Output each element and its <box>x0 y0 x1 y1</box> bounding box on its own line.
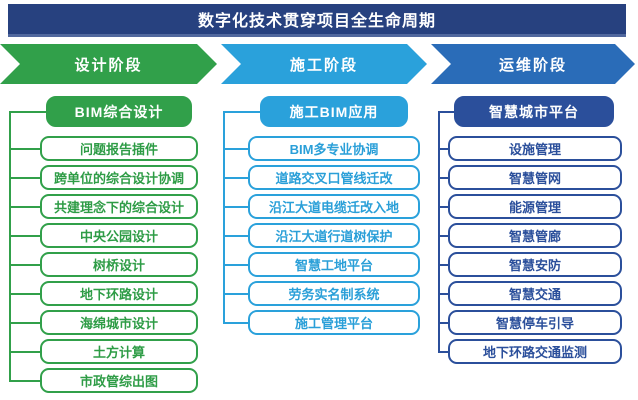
phase-arrow-operation: 运维阶段 <box>431 44 635 84</box>
connector-line-design <box>9 111 11 381</box>
phase-arrow-design: 设计阶段 <box>0 44 217 84</box>
tree-row: 地下环路交通监测 <box>438 339 622 364</box>
connector-stub <box>223 147 248 150</box>
connector-stub <box>9 379 40 382</box>
connector-stub <box>9 234 40 237</box>
tree-row: 地下环路设计 <box>9 281 198 306</box>
construction-column: 施工BIM应用 BIM多专业协调 道路交叉口管线迁改 沿江大道电缆迁改入地 沿江… <box>223 96 420 335</box>
tree-row: 道路交叉口管线迁改 <box>223 165 420 190</box>
phase-label-operation: 运维阶段 <box>498 56 567 74</box>
node-design-0: 问题报告插件 <box>40 136 198 161</box>
node-operation-2: 能源管理 <box>448 194 622 219</box>
column-header-design: BIM综合设计 <box>46 96 192 127</box>
connector-stub <box>223 110 260 113</box>
connector-stub <box>9 110 46 113</box>
connector-stub <box>9 321 40 324</box>
connector-stub <box>223 321 248 324</box>
node-construction-2: 沿江大道电缆迁改入地 <box>248 194 420 219</box>
node-design-1: 跨单位的综合设计协调 <box>40 165 198 190</box>
node-operation-4: 智慧安防 <box>448 252 622 277</box>
node-design-2: 共建理念下的综合设计 <box>40 194 198 219</box>
tree-row: 智慧城市平台 <box>438 96 622 127</box>
node-construction-1: 道路交叉口管线迁改 <box>248 165 420 190</box>
node-operation-5: 智慧交通 <box>448 281 622 306</box>
connector-stub <box>223 292 248 295</box>
connector-stub <box>438 205 448 208</box>
tree-row: 共建理念下的综合设计 <box>9 194 198 219</box>
connector-stub <box>438 350 448 353</box>
tree-row: 设施管理 <box>438 136 622 161</box>
tree-row: 智慧管网 <box>438 165 622 190</box>
tree-row: BIM综合设计 <box>9 96 198 127</box>
column-header-construction: 施工BIM应用 <box>260 96 408 127</box>
node-design-3: 中央公园设计 <box>40 223 198 248</box>
phase-label-design: 设计阶段 <box>74 56 143 74</box>
tree-row: 智慧管廊 <box>438 223 622 248</box>
phase-label-construction: 施工阶段 <box>289 56 358 74</box>
node-operation-3: 智慧管廊 <box>448 223 622 248</box>
connector-line-operation <box>438 111 440 352</box>
connector-line-construction <box>223 111 225 323</box>
node-construction-0: BIM多专业协调 <box>248 136 420 161</box>
connector-stub <box>9 263 40 266</box>
tree-row: 智慧停车引导 <box>438 310 622 335</box>
banner: 数字化技术贯穿项目全生命周期 <box>8 4 626 37</box>
connector-stub <box>9 350 40 353</box>
tree-row: 沿江大道电缆迁改入地 <box>223 194 420 219</box>
design-column: BIM综合设计 问题报告插件 跨单位的综合设计协调 共建理念下的综合设计 中央公… <box>9 96 198 393</box>
node-design-8: 市政管综出图 <box>40 368 198 393</box>
connector-stub <box>223 176 248 179</box>
node-construction-3: 沿江大道行道树保护 <box>248 223 420 248</box>
connector-stub <box>438 147 448 150</box>
connector-stub <box>438 263 448 266</box>
connector-stub <box>438 176 448 179</box>
node-operation-7: 地下环路交通监测 <box>448 339 622 364</box>
tree-row: 智慧工地平台 <box>223 252 420 277</box>
tree-row: 能源管理 <box>438 194 622 219</box>
tree-row: BIM多专业协调 <box>223 136 420 161</box>
connector-stub <box>223 263 248 266</box>
node-design-4: 树桥设计 <box>40 252 198 277</box>
tree-row: 施工管理平台 <box>223 310 420 335</box>
connector-stub <box>9 205 40 208</box>
connector-stub <box>9 147 40 150</box>
node-construction-5: 劳务实名制系统 <box>248 281 420 306</box>
node-construction-4: 智慧工地平台 <box>248 252 420 277</box>
node-operation-0: 设施管理 <box>448 136 622 161</box>
connector-stub <box>223 234 248 237</box>
tree-row: 沿江大道行道树保护 <box>223 223 420 248</box>
node-operation-1: 智慧管网 <box>448 165 622 190</box>
node-design-6: 海绵城市设计 <box>40 310 198 335</box>
tree-row: 树桥设计 <box>9 252 198 277</box>
node-construction-6: 施工管理平台 <box>248 310 420 335</box>
connector-stub <box>438 292 448 295</box>
connector-stub <box>438 110 454 113</box>
connector-stub <box>438 321 448 324</box>
operation-column: 智慧城市平台 设施管理 智慧管网 能源管理 智慧管廊 智慧安防 智慧交通 智慧停… <box>438 96 622 364</box>
tree-row: 海绵城市设计 <box>9 310 198 335</box>
connector-stub <box>438 234 448 237</box>
phase-arrow-construction: 施工阶段 <box>221 44 427 84</box>
tree-row: 智慧交通 <box>438 281 622 306</box>
banner-title: 数字化技术贯穿项目全生命周期 <box>197 13 436 30</box>
tree-row: 劳务实名制系统 <box>223 281 420 306</box>
tree-row: 土方计算 <box>9 339 198 364</box>
tree-row: 跨单位的综合设计协调 <box>9 165 198 190</box>
connector-stub <box>9 176 40 179</box>
node-operation-6: 智慧停车引导 <box>448 310 622 335</box>
tree-row: 中央公园设计 <box>9 223 198 248</box>
column-header-operation: 智慧城市平台 <box>454 96 614 127</box>
node-design-7: 土方计算 <box>40 339 198 364</box>
tree-row: 智慧安防 <box>438 252 622 277</box>
tree-row: 市政管综出图 <box>9 368 198 393</box>
connector-stub <box>9 292 40 295</box>
connector-stub <box>223 205 248 208</box>
tree-row: 问题报告插件 <box>9 136 198 161</box>
node-design-5: 地下环路设计 <box>40 281 198 306</box>
tree-row: 施工BIM应用 <box>223 96 420 127</box>
